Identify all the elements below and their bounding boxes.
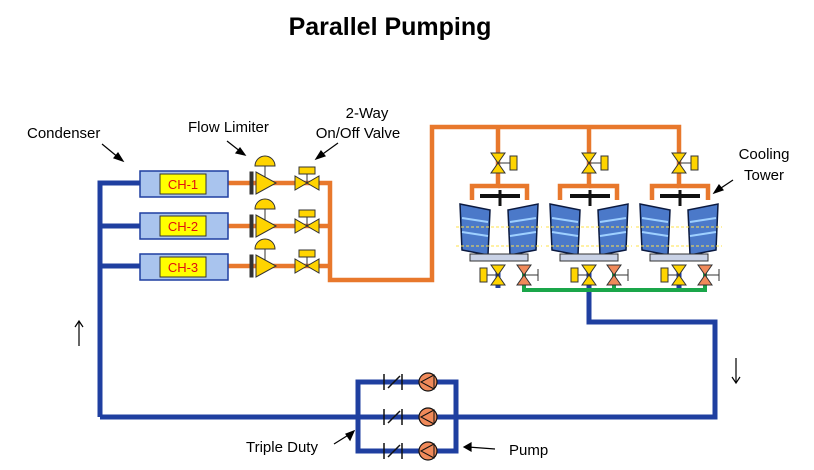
chiller-ch-2: CH-2 [139,212,229,240]
chiller-label-1: CH-1 [168,177,198,192]
tower-outlet-valve-2 [570,264,597,286]
chiller-label-3: CH-3 [168,260,198,275]
valve-label-line1: 2-Way [346,105,389,122]
condenser-label: Condenser [27,125,100,142]
chiller-label-2: CH-2 [168,219,198,234]
cooling-tower-cell-3 [636,190,722,262]
flow-limiter-1 [249,155,278,195]
on-off-valve-2 [294,209,320,234]
tower-inlet-valve-1 [490,152,518,174]
tower-inlet-valve-2 [581,152,609,174]
tower-outlet-valve-3 [660,264,687,286]
label-pointers [101,140,734,453]
valve-label-line2: On/Off Valve [316,125,401,142]
triple-duty-label: Triple Duty [246,439,318,456]
tower-outlet-valve-1 [479,264,506,286]
cooling-tower-cell-1 [456,190,542,262]
cooling-tower-label-line2: Tower [744,167,784,184]
pump-3 [383,441,438,461]
pump-label: Pump [509,442,548,459]
on-off-valve-3 [294,249,320,274]
chiller-ch-1: CH-1 [139,170,229,198]
tower-inlet-valve-3 [671,152,699,174]
hot-water-pipes [228,124,711,283]
flow-limiter-label: Flow Limiter [188,119,269,136]
flow-arrow-up [74,319,84,346]
equalizer-valve-1 [516,264,539,286]
equalizer-valve-3 [697,264,720,286]
equalizer-valve-2 [606,264,629,286]
cooling-tower-label-line1: Cooling [739,146,790,163]
cooling-tower-cell-2 [546,190,632,262]
chiller-ch-3: CH-3 [139,253,229,281]
flow-limiter-2 [249,198,278,238]
pump-1 [383,372,438,392]
diagram-title: Parallel Pumping [289,13,492,41]
flow-limiter-3 [249,238,278,278]
on-off-valve-1 [294,166,320,191]
pump-2 [383,407,438,427]
flow-arrow-down [731,358,741,385]
